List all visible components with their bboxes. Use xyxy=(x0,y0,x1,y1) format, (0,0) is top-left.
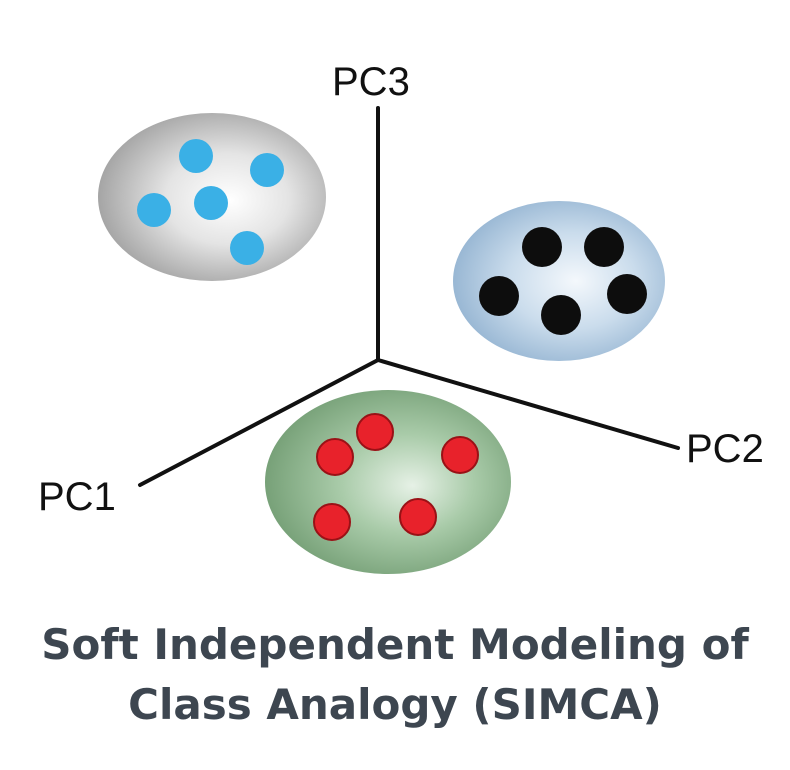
cluster-black-dot xyxy=(522,227,562,267)
caption-line-2: Class Analogy (SIMCA) xyxy=(128,680,662,729)
cluster-red-dot xyxy=(356,413,394,451)
cluster-black-dot xyxy=(479,276,519,316)
cluster-blue-dot xyxy=(250,153,284,187)
cluster-red-dot xyxy=(316,438,354,476)
cluster-blue-dot xyxy=(179,139,213,173)
cluster-blue-dot xyxy=(194,186,228,220)
cluster-red-dot xyxy=(441,436,479,474)
cluster-black-dot xyxy=(607,274,647,314)
pc1-axis-line xyxy=(138,358,380,487)
cluster-black-dot xyxy=(541,295,581,335)
pc3-axis-label: PC3 xyxy=(332,60,410,104)
pc2-axis-line xyxy=(376,358,680,450)
diagram-caption: Soft Independent Modeling of Class Analo… xyxy=(0,615,790,735)
cluster-black xyxy=(453,201,665,361)
simca-diagram: PC3 PC2 PC1 xyxy=(38,60,764,574)
caption-line-1: Soft Independent Modeling of xyxy=(41,620,749,669)
cluster-red-dot xyxy=(313,503,351,541)
cluster-red-ellipse xyxy=(265,390,511,574)
cluster-blue-dot xyxy=(137,193,171,227)
cluster-blue xyxy=(98,113,326,281)
cluster-black-dot xyxy=(584,227,624,267)
pc2-axis-label: PC2 xyxy=(686,427,764,471)
cluster-red-dot xyxy=(399,498,437,536)
axes xyxy=(138,106,680,487)
cluster-red xyxy=(265,390,511,574)
pc1-axis-label: PC1 xyxy=(38,475,116,519)
cluster-blue-dot xyxy=(230,231,264,265)
